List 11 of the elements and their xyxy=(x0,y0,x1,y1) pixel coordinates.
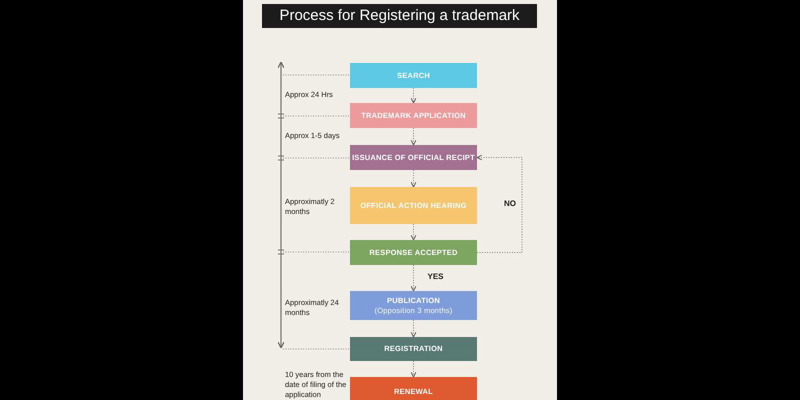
arrow xyxy=(410,320,416,338)
arrow xyxy=(410,170,416,188)
arrow xyxy=(410,224,416,240)
arrow xyxy=(410,88,416,104)
arrow xyxy=(476,154,522,253)
arrow xyxy=(410,360,416,378)
edge-label: YES xyxy=(426,272,446,281)
arrow xyxy=(410,264,416,292)
edge-label: NO xyxy=(502,199,518,208)
arrow xyxy=(410,128,416,146)
title-banner: Process for Registering a trademark xyxy=(262,4,537,28)
